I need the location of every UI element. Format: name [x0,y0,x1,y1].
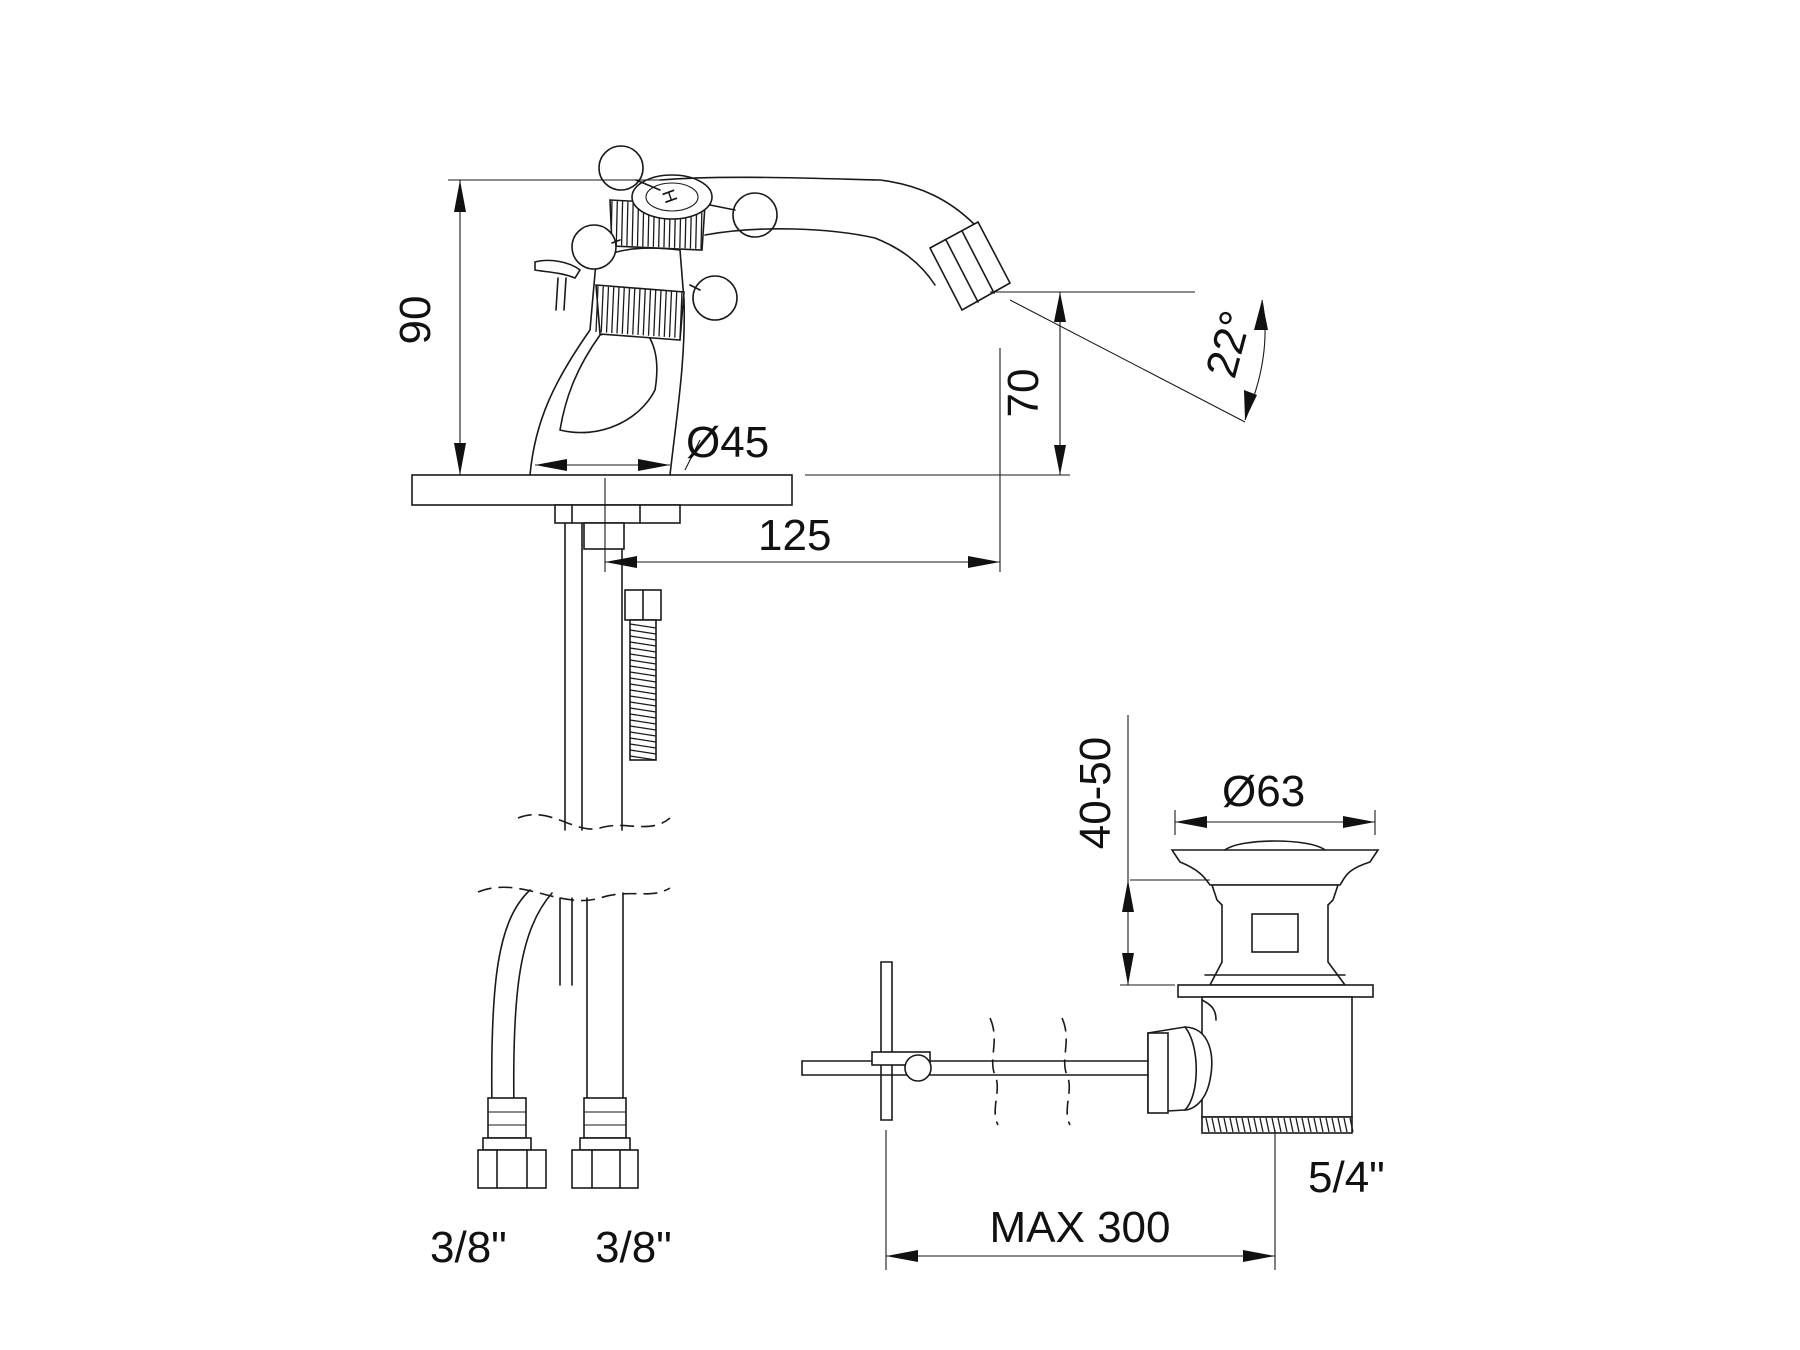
thread-stud-line [629,713,657,719]
thread-stud-line [629,665,657,671]
thread-waste-line [1235,1117,1240,1133]
thread-stud-line [629,659,657,665]
thread-stud-line [629,629,657,635]
knurl-ring-line [611,287,615,334]
thread-waste-line [1313,1117,1318,1133]
thread-waste-line [1283,1117,1288,1133]
flex-hoses [477,889,639,1189]
thread-waste-line [1289,1117,1294,1133]
thread-waste-line [1277,1117,1282,1133]
thread-waste-line [1331,1117,1336,1133]
thread-waste-line [1241,1117,1246,1133]
knurl-ring-line [647,289,652,336]
thread-stud-line [629,725,657,731]
label-waste-thread: 5/4" [1308,1153,1385,1202]
thread-stud-line [629,683,657,689]
knurl-ring-line [616,287,620,334]
thread-stud-line [629,647,657,653]
thread-stud-line [629,743,657,749]
thread-waste-line [1217,1117,1222,1133]
knurl-ring-line [658,290,662,337]
knurl-ring-line [637,288,641,336]
thread-stud-line [629,623,657,629]
thread-waste-line [1271,1117,1276,1133]
thread-stud-line [629,707,657,713]
thread-waste-line [1349,1117,1354,1133]
knurl-cap-line [631,201,634,246]
thread-waste-line [1205,1117,1210,1133]
knurl-cap-line [620,201,624,246]
thread-waste-line [1229,1117,1234,1133]
thread-waste-line [1265,1117,1270,1133]
thread-stud-line [629,731,657,737]
knurl-ring-line [674,291,678,338]
knurl-ring-line [621,287,625,334]
knurl-ring-line [642,289,646,336]
knurl-ring-line [679,291,683,339]
thread-waste-line [1223,1117,1228,1133]
thread-stud-line [629,701,657,707]
knurl-ring-line [595,285,599,333]
thread-stud-line [629,695,657,701]
knurl-ring-line [653,290,657,337]
thread-stud-line [629,749,657,755]
thread-waste-line [1343,1117,1348,1133]
thread-waste-line [1319,1117,1324,1133]
thread-waste-line [1259,1117,1264,1133]
knurl-ring-line [632,288,636,335]
svg-text:H: H [658,187,681,206]
pop-up-waste [801,840,1380,1134]
knurl-ring [595,285,683,339]
knurl-ring-line [605,286,610,333]
label-waste-diameter: Ø63 [1222,767,1305,816]
knurl-ring-line [626,288,631,335]
knurl-cap-line [615,201,618,246]
label-spout-angle: 22° [1197,306,1262,383]
thread-waste-line [1307,1117,1312,1133]
label-hose-right: 3/8" [595,1223,672,1272]
label-hose-left: 3/8" [430,1223,507,1272]
thread-waste-line [1247,1117,1252,1133]
label-spout-height: 70 [999,369,1048,418]
thread-waste-line [1301,1117,1306,1133]
thread-waste-line [1295,1117,1300,1133]
knurl-cap-line [626,201,629,246]
thread-stud-line [629,671,657,677]
thread-stud-line [629,653,657,659]
knurl-ring-line [600,286,604,333]
thread-stud [629,623,657,761]
knurl-ring-line [663,290,667,337]
label-rod-length: MAX 300 [990,1203,1171,1252]
label-base-diameter: Ø45 [686,418,769,467]
label-height-total: 90 [391,296,440,345]
thread-stud-line [629,689,657,695]
dimension-arrows [454,180,1375,1262]
thread-stud-line [629,635,657,641]
thread-waste-line [1325,1117,1330,1133]
thread-stud-line [629,719,657,725]
thread-waste [1205,1117,1354,1133]
thread-stud-line [629,677,657,683]
knurl-ring-line [668,291,673,338]
thread-waste-line [1337,1117,1342,1133]
thread-waste-line [1253,1117,1258,1133]
thread-stud-line [629,755,657,761]
thread-stud-line [629,641,657,647]
thread-stud-line [629,737,657,743]
thread-waste-line [1211,1117,1216,1133]
label-spout-reach: 125 [758,511,831,560]
mixer-body: H [411,145,1012,902]
dimension-labels: 90 70 22° Ø45 125 Ø63 40-50 MAX 300 5/4"… [391,296,1385,1272]
label-waste-height: 40-50 [1071,737,1120,850]
